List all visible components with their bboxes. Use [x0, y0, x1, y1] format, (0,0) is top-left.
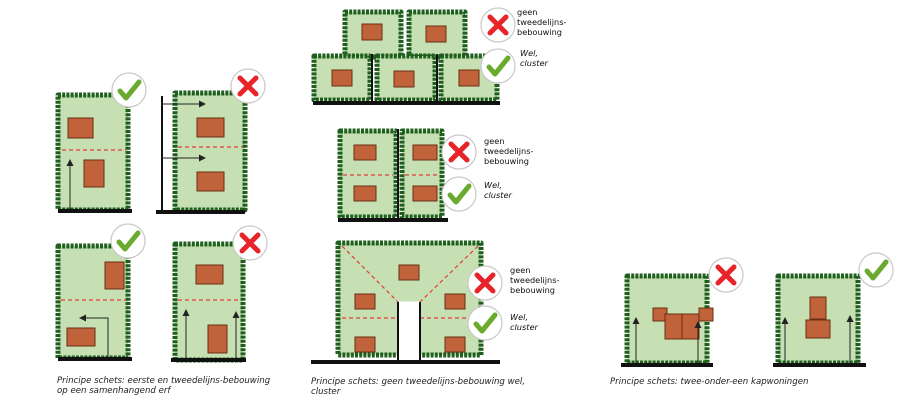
plot-strip-b — [399, 128, 445, 220]
label-geen-1: geen tweedelijns- bebouwing — [517, 7, 567, 37]
caption-middle: Principe schets: geen tweedelijns-bebouw… — [311, 377, 526, 397]
house — [354, 293, 376, 310]
house — [196, 171, 225, 192]
check-icon-circle — [858, 252, 894, 288]
house — [412, 185, 438, 202]
check-icon — [473, 312, 498, 334]
check-icon-circle — [467, 305, 503, 341]
courtyard-entrance — [397, 301, 421, 361]
house — [412, 144, 438, 161]
house — [353, 144, 377, 161]
check-icon-circle — [441, 176, 477, 212]
house — [805, 319, 831, 339]
cross-icon — [237, 75, 259, 97]
plot-left-top-a — [55, 92, 131, 213]
house — [444, 293, 466, 310]
house — [458, 69, 480, 87]
check-icon-circle — [111, 72, 147, 108]
cross-icon — [474, 272, 496, 294]
label-wel-3: Wel, cluster — [510, 312, 538, 332]
label-geen-2: geen tweedelijns- bebouwing — [484, 136, 534, 166]
caption-right: Principe schets: twee-onder-een kapwonin… — [610, 377, 809, 387]
house — [67, 117, 94, 139]
house — [681, 313, 700, 340]
house — [698, 307, 714, 322]
label-wel-1: Wel, cluster — [520, 48, 548, 68]
plot-strip-a — [337, 128, 399, 220]
check-icon-circle — [480, 48, 516, 84]
plot-left-top-b — [172, 90, 248, 213]
label-wel-2: Wel, cluster — [484, 180, 512, 200]
label-geen-3: geen tweedelijns- bebouwing — [510, 265, 560, 295]
house — [398, 264, 420, 281]
plot-dashline — [341, 245, 399, 303]
house — [361, 23, 383, 41]
house — [353, 185, 377, 202]
house — [104, 261, 125, 290]
house — [196, 117, 225, 138]
check-icon — [116, 230, 141, 252]
cross-icon — [448, 141, 470, 163]
house — [393, 70, 415, 88]
house — [207, 324, 228, 354]
house — [425, 25, 447, 43]
house — [331, 69, 353, 87]
check-icon — [486, 55, 511, 77]
house — [354, 336, 376, 353]
check-icon-circle — [110, 223, 146, 259]
house — [444, 336, 466, 353]
house — [83, 159, 105, 188]
house — [195, 264, 224, 285]
cross-icon — [239, 232, 261, 254]
house — [664, 313, 683, 340]
house — [809, 296, 827, 320]
cross-icon — [715, 264, 737, 286]
cross-icon — [487, 14, 509, 36]
house — [66, 327, 96, 347]
check-icon — [864, 259, 889, 281]
plot-cluster-r2b — [374, 53, 438, 103]
check-icon — [447, 183, 472, 205]
caption-left: Principe schets: eerste en tweedelijns-b… — [57, 376, 271, 396]
access-arrow — [79, 314, 109, 360]
check-icon — [117, 79, 142, 101]
